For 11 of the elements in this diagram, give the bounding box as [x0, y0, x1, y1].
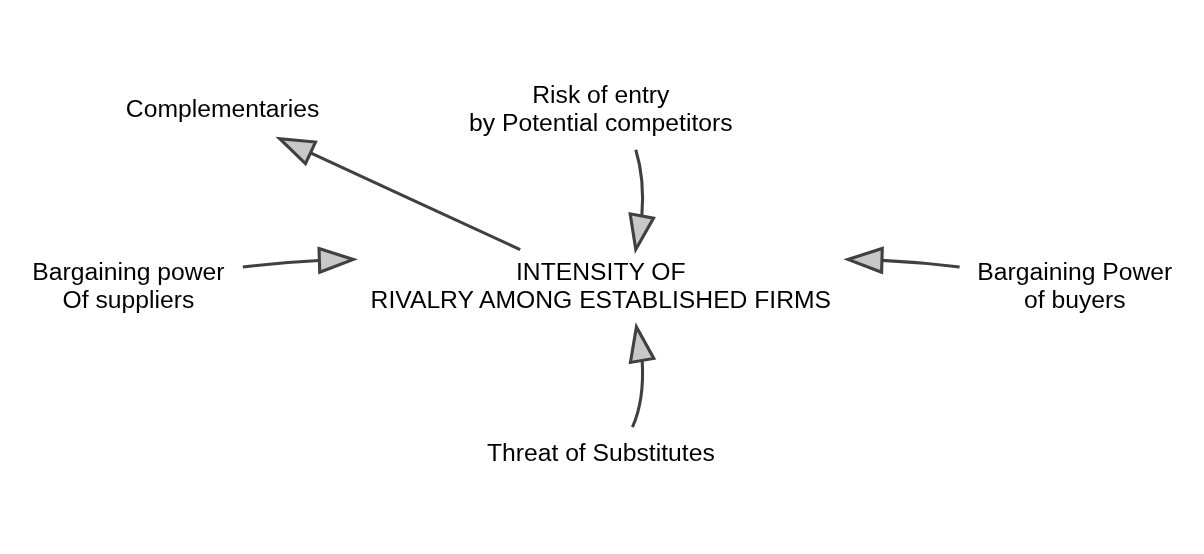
- node-text: Threat of Substitutes: [486, 438, 715, 466]
- node-text: INTENSITY OF RIVALRY AMONG ESTABLISHED FIRMS: [370, 257, 832, 313]
- arrow: [275, 136, 521, 251]
- node-text: Bargaining power Of suppliers: [32, 257, 225, 313]
- arrow: [628, 321, 657, 428]
- arrow: [242, 245, 358, 275]
- arrow: [628, 148, 656, 254]
- node-text: Bargaining Power of buyers: [977, 257, 1173, 313]
- node-text: Complementaries: [125, 94, 320, 122]
- node-text: Risk of entry by Potential competitors: [469, 80, 733, 136]
- arrow: [843, 245, 960, 274]
